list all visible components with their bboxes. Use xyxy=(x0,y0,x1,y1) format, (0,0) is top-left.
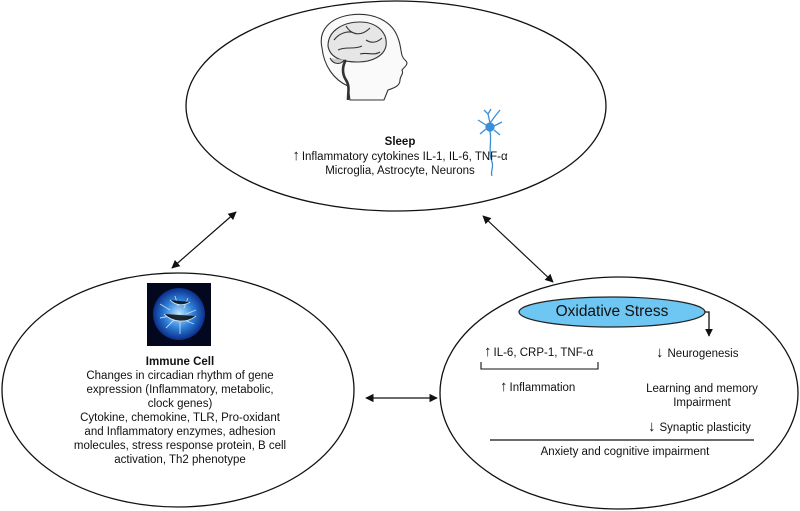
inflammation-label: Inflammation xyxy=(500,380,610,395)
sleep-cells: Microglia, Astrocyte, Neurons xyxy=(325,165,475,177)
arrow-sleep-oxidative xyxy=(482,215,554,283)
synaptic-plasticity-label: Synaptic plasticity xyxy=(648,420,778,435)
badge-down-arrow xyxy=(705,311,713,337)
immune-line: molecules, stress response protein, B ce… xyxy=(73,440,287,452)
immune-cell-micrograph-icon xyxy=(147,283,211,346)
markers-bracket xyxy=(480,362,599,370)
oxidative-stress-ellipse xyxy=(439,276,799,510)
immune-cell-ellipse xyxy=(1,272,355,508)
immune-line: Cytokine, chemokine, TLR, Pro-oxidant xyxy=(80,412,280,424)
sleep-ellipse xyxy=(185,0,607,212)
inflammatory-markers: IL-6, CRP-1, TNF-α xyxy=(484,345,594,360)
sleep-cytokines: Inflammatory cytokines IL-1, IL-6, TNF-α xyxy=(240,149,560,164)
immune-line: Changes in circadian rhythm of gene xyxy=(86,370,274,382)
immune-title: Immune Cell xyxy=(145,356,215,368)
neurogenesis-label: Neurogenesis xyxy=(656,346,776,361)
immune-line: expression (Inflammatory, metabolic, xyxy=(86,384,274,396)
head-brain-icon xyxy=(320,13,408,101)
immune-line: clock genes) xyxy=(147,398,213,410)
impairment-label: Impairment xyxy=(673,397,731,409)
sleep-title: Sleep xyxy=(384,136,416,148)
neuron-icon xyxy=(477,108,503,177)
learning-memory-label: Learning and memory xyxy=(646,383,758,395)
immune-details: Changes in circadian rhythm of gene expr… xyxy=(40,369,320,467)
anxiety-cognitive-label: Anxiety and cognitive impairment xyxy=(540,446,710,458)
immune-line: and Inflammatory enzymes, adhesion xyxy=(84,426,276,438)
oxidative-stress-title: Oxidative Stress xyxy=(555,303,669,320)
immune-line: activation, Th2 phenotype xyxy=(114,454,246,466)
arrow-sleep-immune xyxy=(171,211,237,269)
